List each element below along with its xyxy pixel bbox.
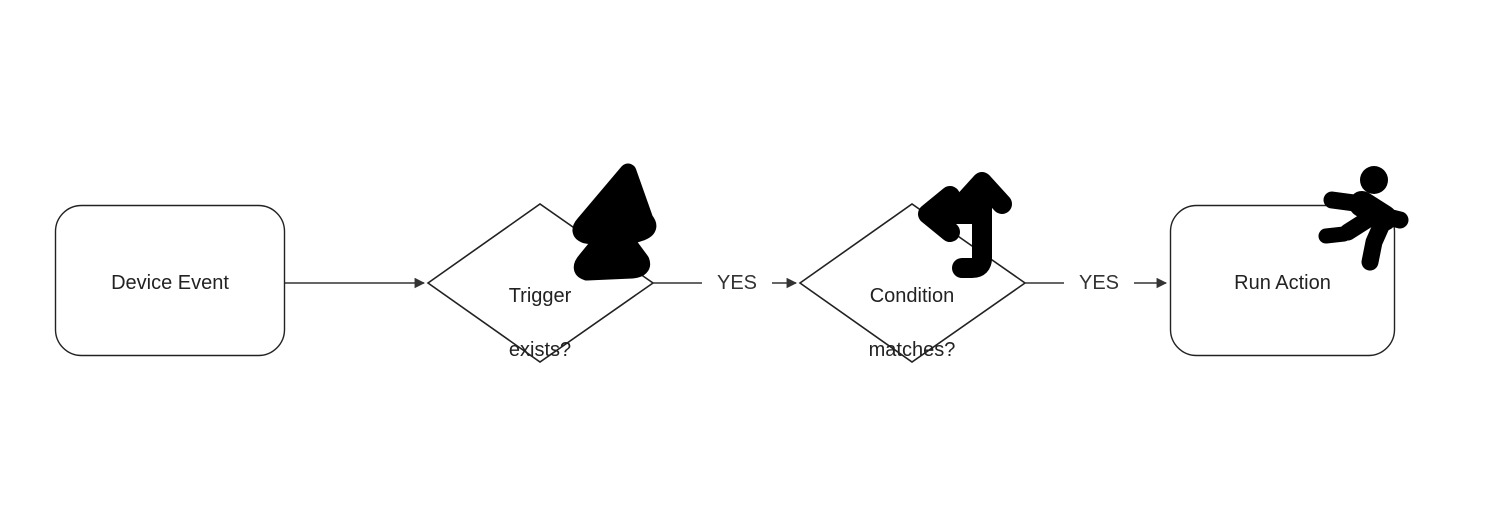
branch-arrow-icon (918, 172, 1012, 278)
edge-label-yes-2: YES (1064, 271, 1134, 295)
node-run-action[interactable] (1169, 204, 1396, 357)
lightning-bolt-icon (572, 163, 657, 281)
edge-label-yes-1: YES (702, 271, 772, 295)
node-device-event[interactable] (54, 204, 286, 357)
running-person-icon (1318, 166, 1409, 271)
